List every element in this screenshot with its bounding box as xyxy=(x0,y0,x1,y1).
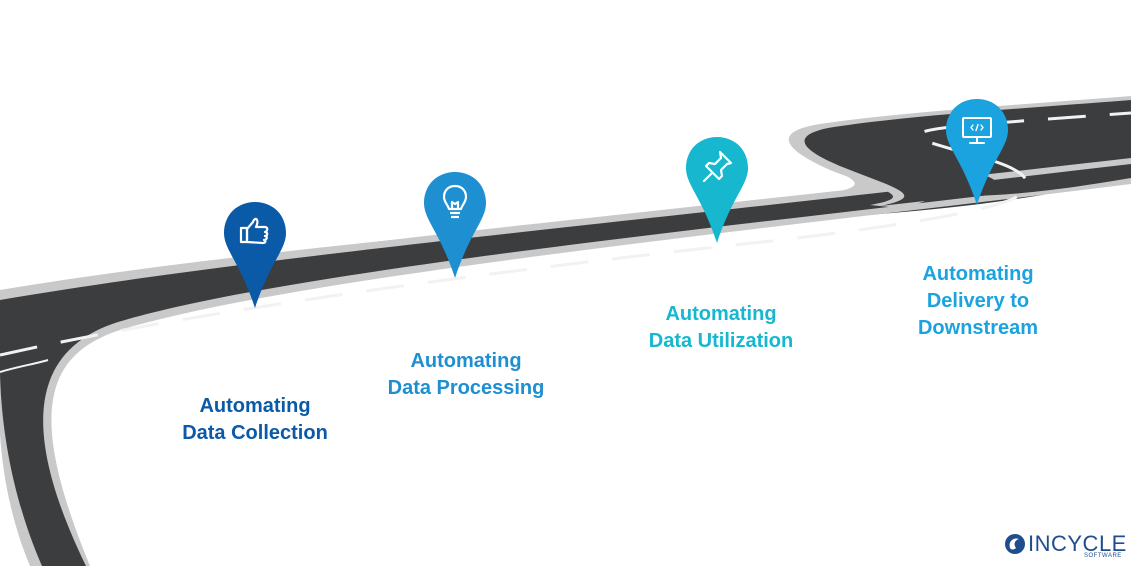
milestone-pin-1 xyxy=(222,200,288,310)
monitor-code-icon xyxy=(962,117,992,144)
milestone-pin-3 xyxy=(684,135,750,245)
road-top-surface xyxy=(804,100,1131,206)
milestone-pin-2 xyxy=(422,170,488,280)
milestone-label-4: Automating Delivery to Downstream xyxy=(888,261,1068,342)
milestone-label-2: Automating Data Processing xyxy=(376,348,556,402)
logo-wordmark: INCYCLE xyxy=(1028,531,1127,556)
label-line-2: Delivery to xyxy=(926,290,1030,312)
label-line-2: Data Collection xyxy=(182,422,328,444)
label-line-2: Data Utilization xyxy=(648,330,794,352)
lightbulb-icon xyxy=(442,184,468,219)
label-line-1: Automating xyxy=(665,303,777,325)
road-inner-line xyxy=(0,359,49,373)
label-line-3: Downstream xyxy=(917,317,1039,339)
thumbs-up-icon xyxy=(239,217,269,245)
label-line-1: Automating xyxy=(922,263,1034,285)
pin-marker xyxy=(224,202,286,308)
logo-tagline: SOFTWARE xyxy=(1084,553,1122,559)
milestone-label-1: Automating Data Collection xyxy=(165,393,345,447)
incycle-logo: INCYCLE SOFTWARE xyxy=(1004,532,1126,562)
milestone-label-3: Automating Data Utilization xyxy=(631,301,811,355)
pin-marker xyxy=(686,137,748,243)
label-line-1: Automating xyxy=(199,395,311,417)
road-bend-edge xyxy=(0,158,1131,566)
label-line-1: Automating xyxy=(410,350,522,372)
pin-marker xyxy=(424,172,486,278)
road-bend-surface xyxy=(0,164,1131,566)
label-line-2: Data Processing xyxy=(387,377,545,399)
milestone-pin-4 xyxy=(944,97,1010,207)
pushpin-icon xyxy=(702,150,733,183)
pin-marker xyxy=(946,99,1008,205)
incycle-logo-icon xyxy=(1005,534,1025,554)
